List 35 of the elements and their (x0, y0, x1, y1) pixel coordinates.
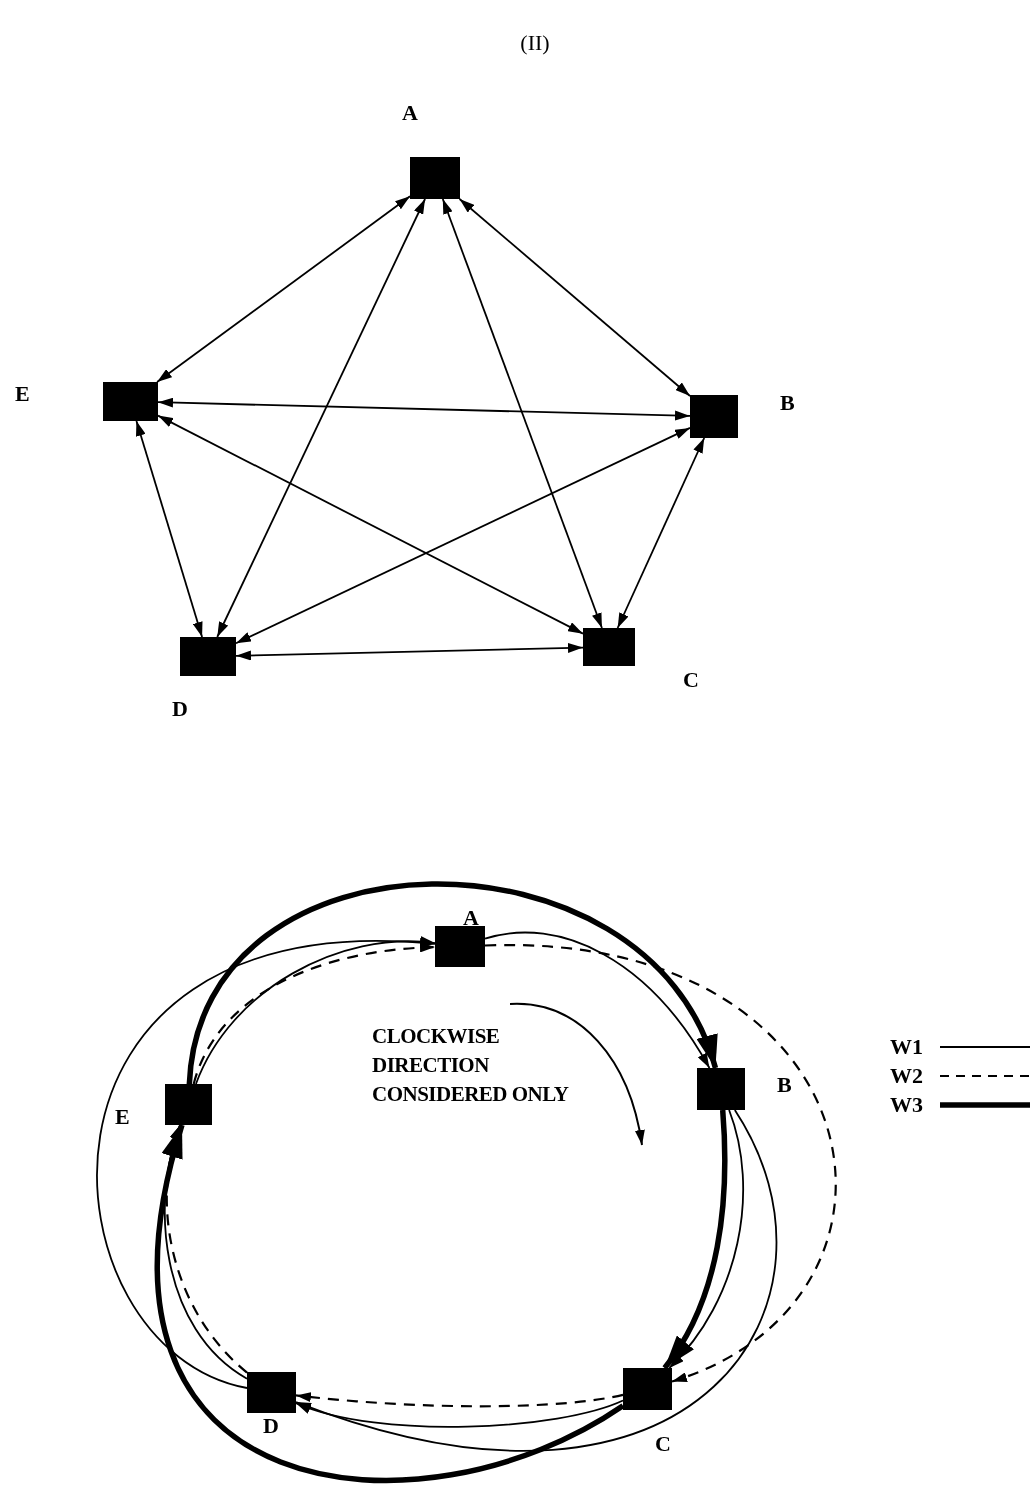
arrow (458, 198, 691, 397)
arrow (156, 195, 411, 383)
arrow (235, 427, 691, 645)
arrow (96, 938, 436, 1389)
node-label: D (263, 1414, 279, 1438)
arrow (155, 1124, 625, 1483)
node-label: B (777, 1073, 792, 1097)
arrow (157, 414, 584, 635)
arrow (235, 642, 584, 661)
legend-label: W1 (890, 1035, 923, 1059)
note-text: CLOCKWISE DIRECTION CONSIDERED ONLY (372, 1023, 570, 1108)
node-label: A (402, 101, 418, 125)
arrow (441, 198, 603, 629)
node-label: C (655, 1432, 671, 1456)
legend-label: W2 (890, 1064, 923, 1088)
arrow (295, 1392, 624, 1408)
arrow (157, 397, 691, 421)
arrow (616, 437, 706, 629)
arrow (484, 931, 711, 1069)
arrow (216, 198, 426, 638)
node-label: D (172, 697, 188, 721)
arrow (295, 1399, 624, 1428)
arrow (295, 1109, 777, 1451)
node-label: E (15, 382, 30, 406)
arrow (484, 944, 837, 1383)
node-label: C (683, 668, 699, 692)
diagram-title: (II) (519, 30, 551, 56)
node-label: E (115, 1105, 130, 1129)
arrow (668, 1109, 744, 1369)
arrow (135, 420, 203, 638)
arrow (662, 1109, 728, 1370)
node-label: A (463, 906, 479, 930)
arrow (186, 881, 718, 1085)
node-label: B (780, 391, 795, 415)
legend-label: W3 (890, 1093, 923, 1117)
